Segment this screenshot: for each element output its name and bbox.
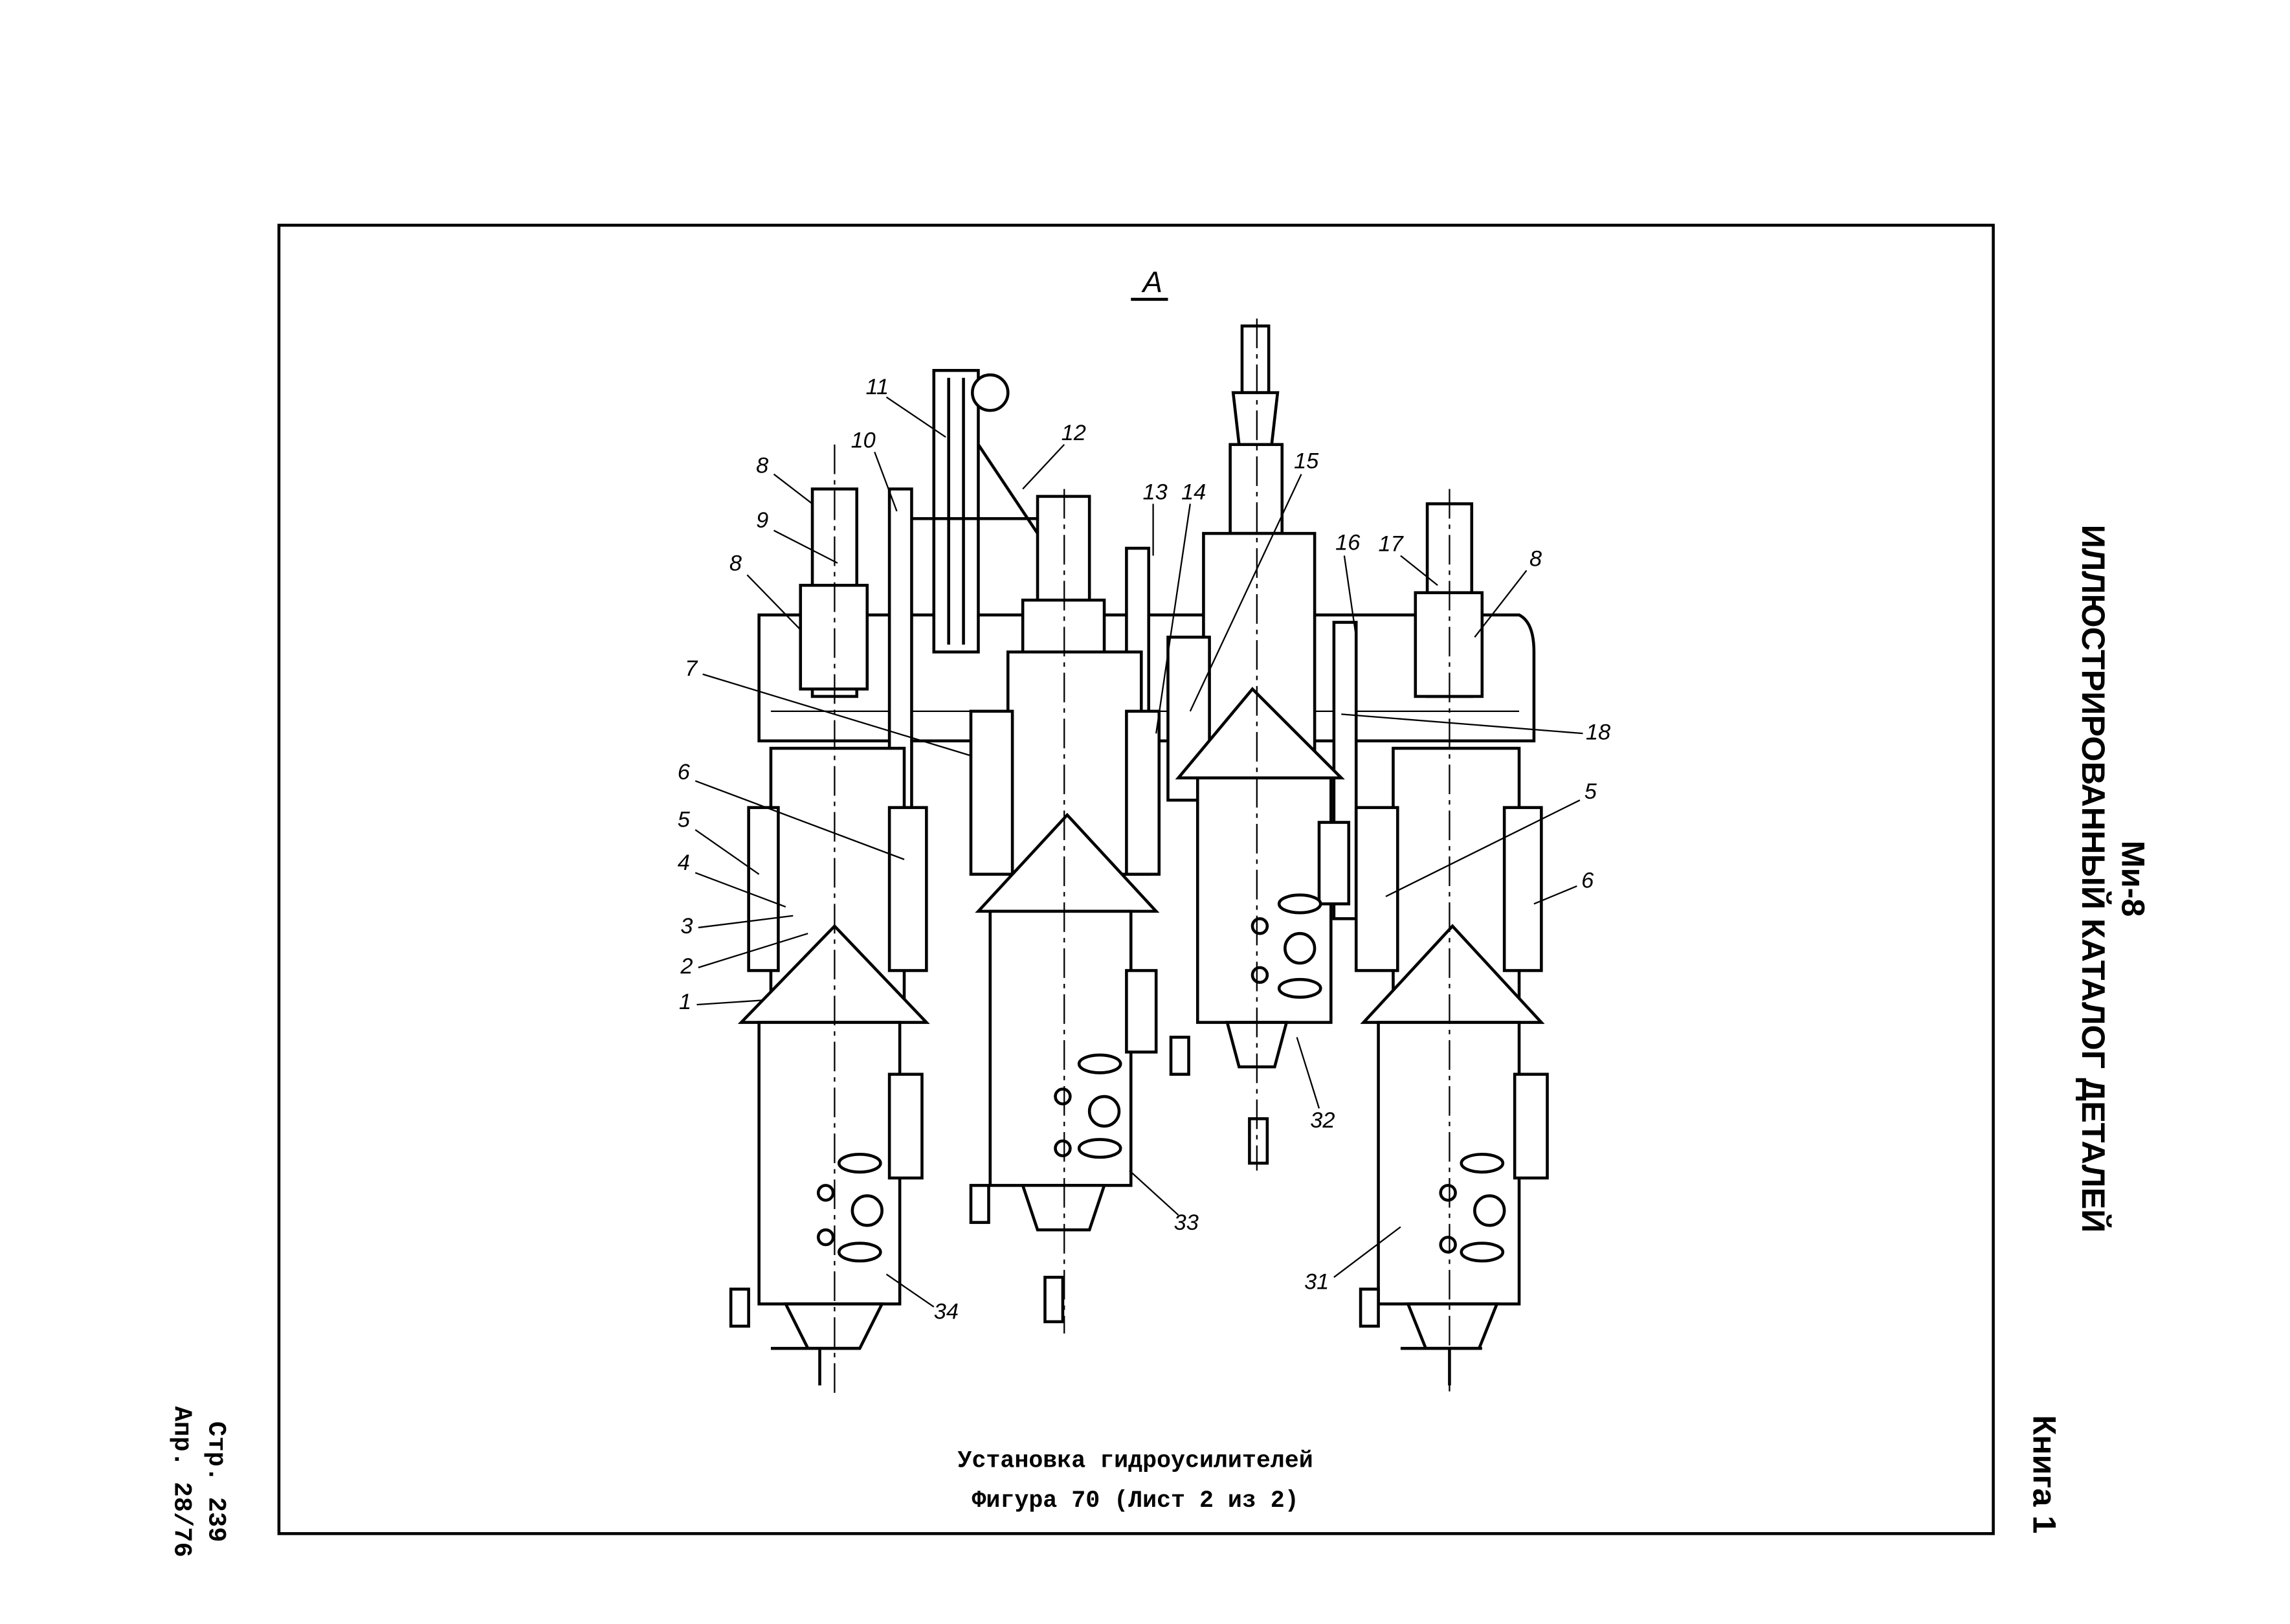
callout-8c: 8 [1529, 546, 1542, 571]
callout-14: 14 [1181, 480, 1206, 504]
callout-8: 8 [756, 453, 768, 478]
page-number: Стр. 239 [201, 1421, 230, 1542]
aircraft-model: Ми-8 [2115, 841, 2152, 917]
callout-6b: 6 [1581, 868, 1594, 893]
book-number: Книга 1 [2026, 1415, 2063, 1533]
callout-10: 10 [851, 428, 876, 452]
callout-4: 4 [678, 851, 690, 875]
callout-16: 16 [1335, 530, 1361, 555]
figure-caption-title: Установка гидроусилителей [958, 1447, 1313, 1474]
callout-6: 6 [678, 760, 691, 784]
callout-7: 7 [685, 656, 698, 681]
catalog-title: ИЛЛЮСТРИРОВАННЫЙ КАТАЛОГ ДЕТАЛЕЙ [2075, 525, 2112, 1233]
view-label: А [1141, 265, 1163, 298]
hydraulic-actuator-assembly-drawing [729, 318, 1549, 1393]
callout-34: 34 [934, 1299, 959, 1324]
callout-17: 17 [1379, 532, 1405, 557]
figure-caption-number: Фигура 70 (Лист 2 из 2) [972, 1487, 1298, 1514]
callout-13: 13 [1143, 480, 1168, 504]
callout-2: 2 [680, 954, 693, 979]
callout-12: 12 [1062, 421, 1086, 445]
callout-5b: 5 [1584, 779, 1597, 804]
callout-18: 18 [1586, 720, 1610, 744]
callout-5: 5 [678, 807, 691, 832]
actuator-31 [1354, 489, 1549, 1393]
actuator-33 [969, 489, 1161, 1334]
callout-15: 15 [1294, 449, 1319, 473]
actuator-32 [1166, 318, 1351, 1171]
callout-1: 1 [679, 990, 691, 1014]
callout-9: 9 [756, 508, 768, 533]
callout-11: 11 [865, 375, 889, 399]
callout-31: 31 [1304, 1270, 1329, 1295]
callout-3: 3 [680, 914, 693, 939]
callout-labels: 11 12 10 8 9 8 13 14 15 16 17 8 18 7 6 5… [678, 375, 1610, 1324]
callout-32: 32 [1310, 1108, 1335, 1133]
figure-frame [277, 223, 1995, 1535]
callout-8b: 8 [729, 551, 742, 575]
actuator-34 [729, 444, 930, 1393]
revision-date: Апр. 28/76 [168, 1406, 196, 1557]
